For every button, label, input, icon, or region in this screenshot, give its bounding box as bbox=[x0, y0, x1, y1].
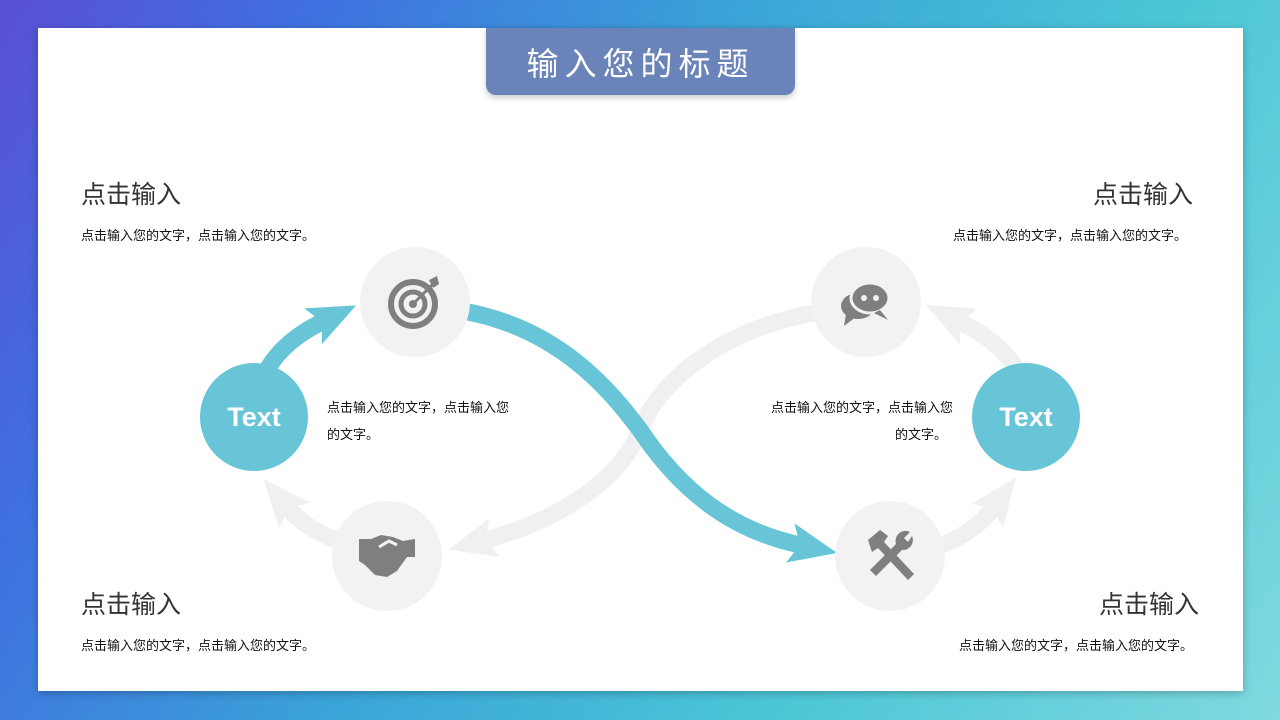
center-right-line1: 点击输入您的文字，点击输入您 bbox=[770, 400, 953, 415]
center-right-line2: 的文字。 bbox=[894, 427, 947, 442]
blue-curve-arrow bbox=[466, 303, 838, 563]
center-left-line1: 点击输入您的文字，点击输入您 bbox=[327, 400, 510, 415]
block-heading-top-left: 点击输入 bbox=[81, 181, 182, 209]
target-node[interactable] bbox=[360, 247, 470, 357]
chat-icon bbox=[841, 281, 891, 326]
block-text-bottom-left: 点击输入您的文字，点击输入您的文字。 bbox=[81, 638, 316, 653]
center-left-text: 点击输入您的文字，点击输入您 的文字。 bbox=[327, 394, 542, 448]
center-left-node[interactable]: Text bbox=[200, 363, 308, 471]
blue-small-arrow bbox=[260, 305, 357, 373]
handshake-node[interactable] bbox=[332, 501, 442, 611]
center-right-text: 点击输入您的文字，点击输入您 的文字。 bbox=[738, 394, 953, 448]
block-text-top-left: 点击输入您的文字，点击输入您的文字。 bbox=[81, 228, 316, 243]
gray-small-arrow-left bbox=[263, 479, 340, 548]
block-text-top-right: 点击输入您的文字，点击输入您的文字。 bbox=[952, 228, 1187, 243]
block-heading-bottom-left: 点击输入 bbox=[81, 591, 182, 619]
slide-title[interactable]: 输入您的标题 bbox=[486, 28, 795, 95]
center-left-line2: 的文字。 bbox=[327, 427, 380, 442]
gray-small-arrow-right-top bbox=[926, 304, 1024, 373]
block-heading-top-right: 点击输入 bbox=[1092, 181, 1193, 209]
slide-card bbox=[38, 28, 1243, 691]
tools-icon bbox=[868, 530, 914, 580]
tools-node[interactable] bbox=[835, 501, 945, 611]
handshake-icon bbox=[359, 535, 415, 577]
block-heading-bottom-right: 点击输入 bbox=[1098, 591, 1199, 619]
gray-small-arrow-right-bottom bbox=[938, 477, 1016, 553]
block-text-bottom-right: 点击输入您的文字，点击输入您的文字。 bbox=[958, 638, 1193, 653]
center-right-node[interactable]: Text bbox=[972, 363, 1080, 471]
target-icon bbox=[388, 276, 439, 329]
chat-node[interactable] bbox=[811, 247, 921, 357]
